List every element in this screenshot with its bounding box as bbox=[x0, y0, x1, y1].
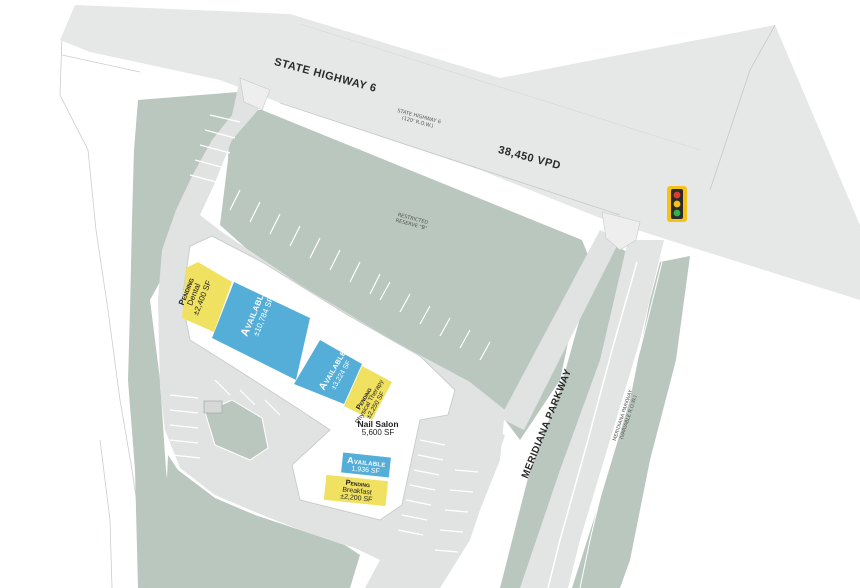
traffic-light-icon bbox=[667, 186, 687, 222]
meridiana-parkway-road bbox=[520, 240, 664, 588]
space-pending-breakfast bbox=[323, 474, 389, 507]
nail-salon-label: Nail Salon 5,600 SF bbox=[357, 419, 399, 437]
parking-stalls bbox=[169, 114, 491, 553]
state-highway-6-road bbox=[60, 5, 860, 300]
space-available-10784 bbox=[212, 282, 310, 380]
space-available-1936 bbox=[341, 452, 391, 478]
space-available-3224 bbox=[294, 340, 362, 404]
space-pending-dental bbox=[182, 262, 232, 332]
space-pending-physical-therapy bbox=[344, 366, 392, 420]
landscape-area bbox=[128, 92, 690, 588]
